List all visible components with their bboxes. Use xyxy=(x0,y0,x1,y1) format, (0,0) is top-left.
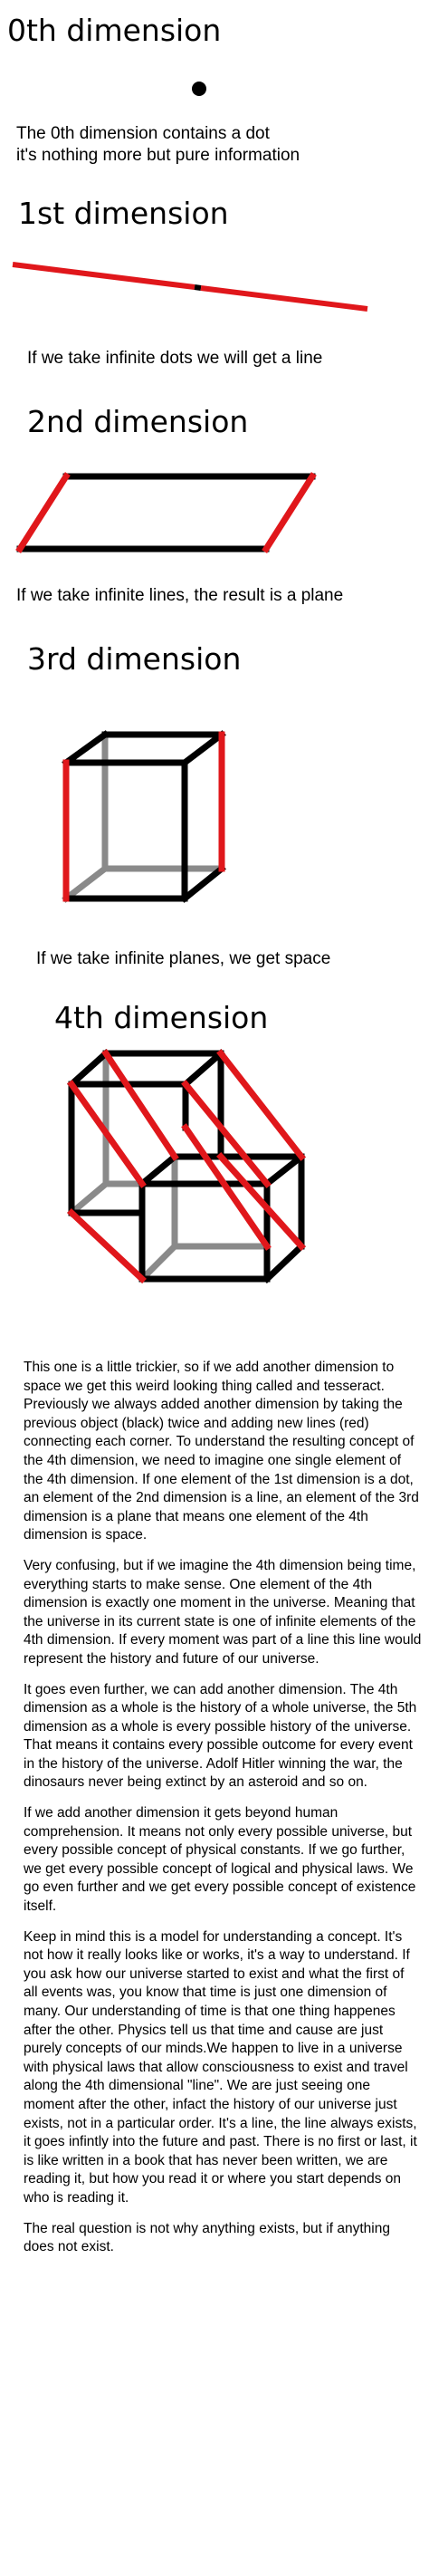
paragraph-2: Very confusing, but if we imagine the 4t… xyxy=(24,1557,422,1667)
dim1-caption: If we take infinite dots we will get a l… xyxy=(27,349,323,368)
plane-2d xyxy=(15,472,317,553)
dim0-heading: 0th dimension xyxy=(7,13,222,48)
dim4-heading: 4th dimension xyxy=(54,1000,269,1035)
explanation-text: This one is a little trickier, so if we … xyxy=(24,1359,422,2269)
dim3-heading: 3rd dimension xyxy=(27,641,242,677)
dim2-caption: If we take infinite lines, the result is… xyxy=(16,586,344,605)
paragraph-1: This one is a little trickier, so if we … xyxy=(24,1360,419,1543)
dim3-caption: If we take infinite planes, we get space xyxy=(36,949,331,968)
line-1d xyxy=(12,262,368,312)
paragraph-3: It goes even further, we can add another… xyxy=(24,1681,417,1791)
dim1-heading: 1st dimension xyxy=(18,196,229,231)
paragraph-5: Keep in mind this is a model for underst… xyxy=(24,1928,417,2206)
cube-3d xyxy=(62,730,226,903)
paragraph-4: If we add another dimension it gets beyo… xyxy=(24,1805,416,1915)
paragraph-6: The real question is not why anything ex… xyxy=(24,2220,390,2255)
tesseract-4d xyxy=(67,1049,306,1283)
dim0-caption-line-1: The 0th dimension contains a dot xyxy=(16,124,270,143)
dot-0d xyxy=(192,82,206,96)
dim2-heading: 2nd dimension xyxy=(27,404,249,439)
dim0-caption-line-2: it's nothing more but pure information xyxy=(16,146,300,165)
